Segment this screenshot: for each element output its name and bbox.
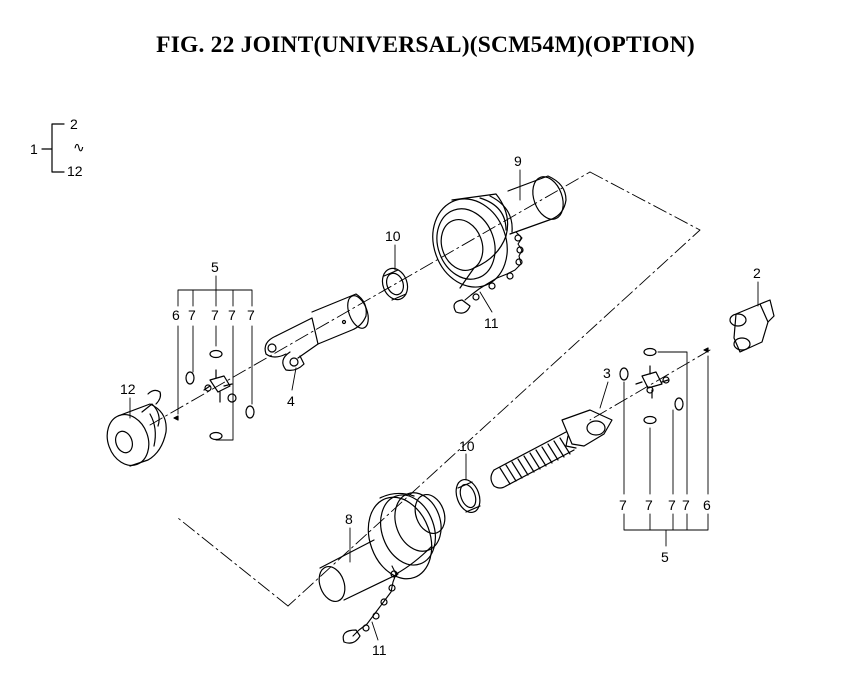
legend-parent-number: 1 — [30, 141, 38, 157]
legend-range-start: 2 — [70, 116, 78, 132]
callout-8: 8 — [345, 511, 353, 527]
callout-7: 7 — [211, 307, 219, 323]
callout-7: 7 — [619, 497, 627, 513]
legend-range-symbol: ∿ — [73, 139, 85, 155]
callout-9: 9 — [514, 153, 522, 169]
part-8-inner-guard — [318, 492, 446, 644]
figure-title: FIG. 22 JOINT(UNIVERSAL)(SCM54M)(OPTION) — [156, 32, 695, 58]
callout-7: 7 — [188, 307, 196, 323]
callout-12: 12 — [120, 381, 136, 397]
leader-lines — [129, 169, 759, 641]
part-10-bearing-top — [381, 267, 409, 301]
callout-2: 2 — [753, 265, 761, 281]
assembly-phantom-lines — [149, 171, 711, 607]
part-5-cross-kit-right — [619, 347, 709, 425]
callout-7: 7 — [682, 497, 690, 513]
callout-7: 7 — [228, 307, 236, 323]
callout-7: 7 — [645, 497, 653, 513]
assembly-legend: 1 2 ∿ 12 — [30, 116, 85, 179]
legend-range-end: 12 — [67, 163, 83, 179]
part-12-flange-yoke — [106, 389, 167, 467]
callout-6-bottom: 6 — [703, 497, 711, 513]
callout-3: 3 — [603, 365, 611, 381]
part-4-inner-yoke-tube — [264, 293, 369, 371]
callout-5-bottom: 5 — [661, 549, 669, 565]
part-3-splined-shaft-yoke — [490, 409, 613, 489]
callout-11-top: 11 — [484, 315, 499, 331]
callout-11-bottom: 11 — [372, 642, 387, 658]
callout-10-top: 10 — [385, 228, 401, 244]
part-2-yoke-right — [729, 299, 775, 353]
callout-5-top: 5 — [211, 259, 219, 275]
callout-labels: 9 10 11 5 6 7 7 7 7 4 12 2 3 10 8 7 7 7 … — [120, 153, 761, 658]
callout-6-top: 6 — [172, 307, 180, 323]
part-10-bearing-bottom — [455, 478, 481, 514]
callout-7: 7 — [247, 307, 255, 323]
callout-7: 7 — [668, 497, 676, 513]
part-9-outer-guard — [432, 175, 567, 314]
callout-4: 4 — [287, 393, 295, 409]
part-5-cross-kit-left — [173, 349, 255, 441]
callout-10-bottom: 10 — [459, 438, 475, 454]
